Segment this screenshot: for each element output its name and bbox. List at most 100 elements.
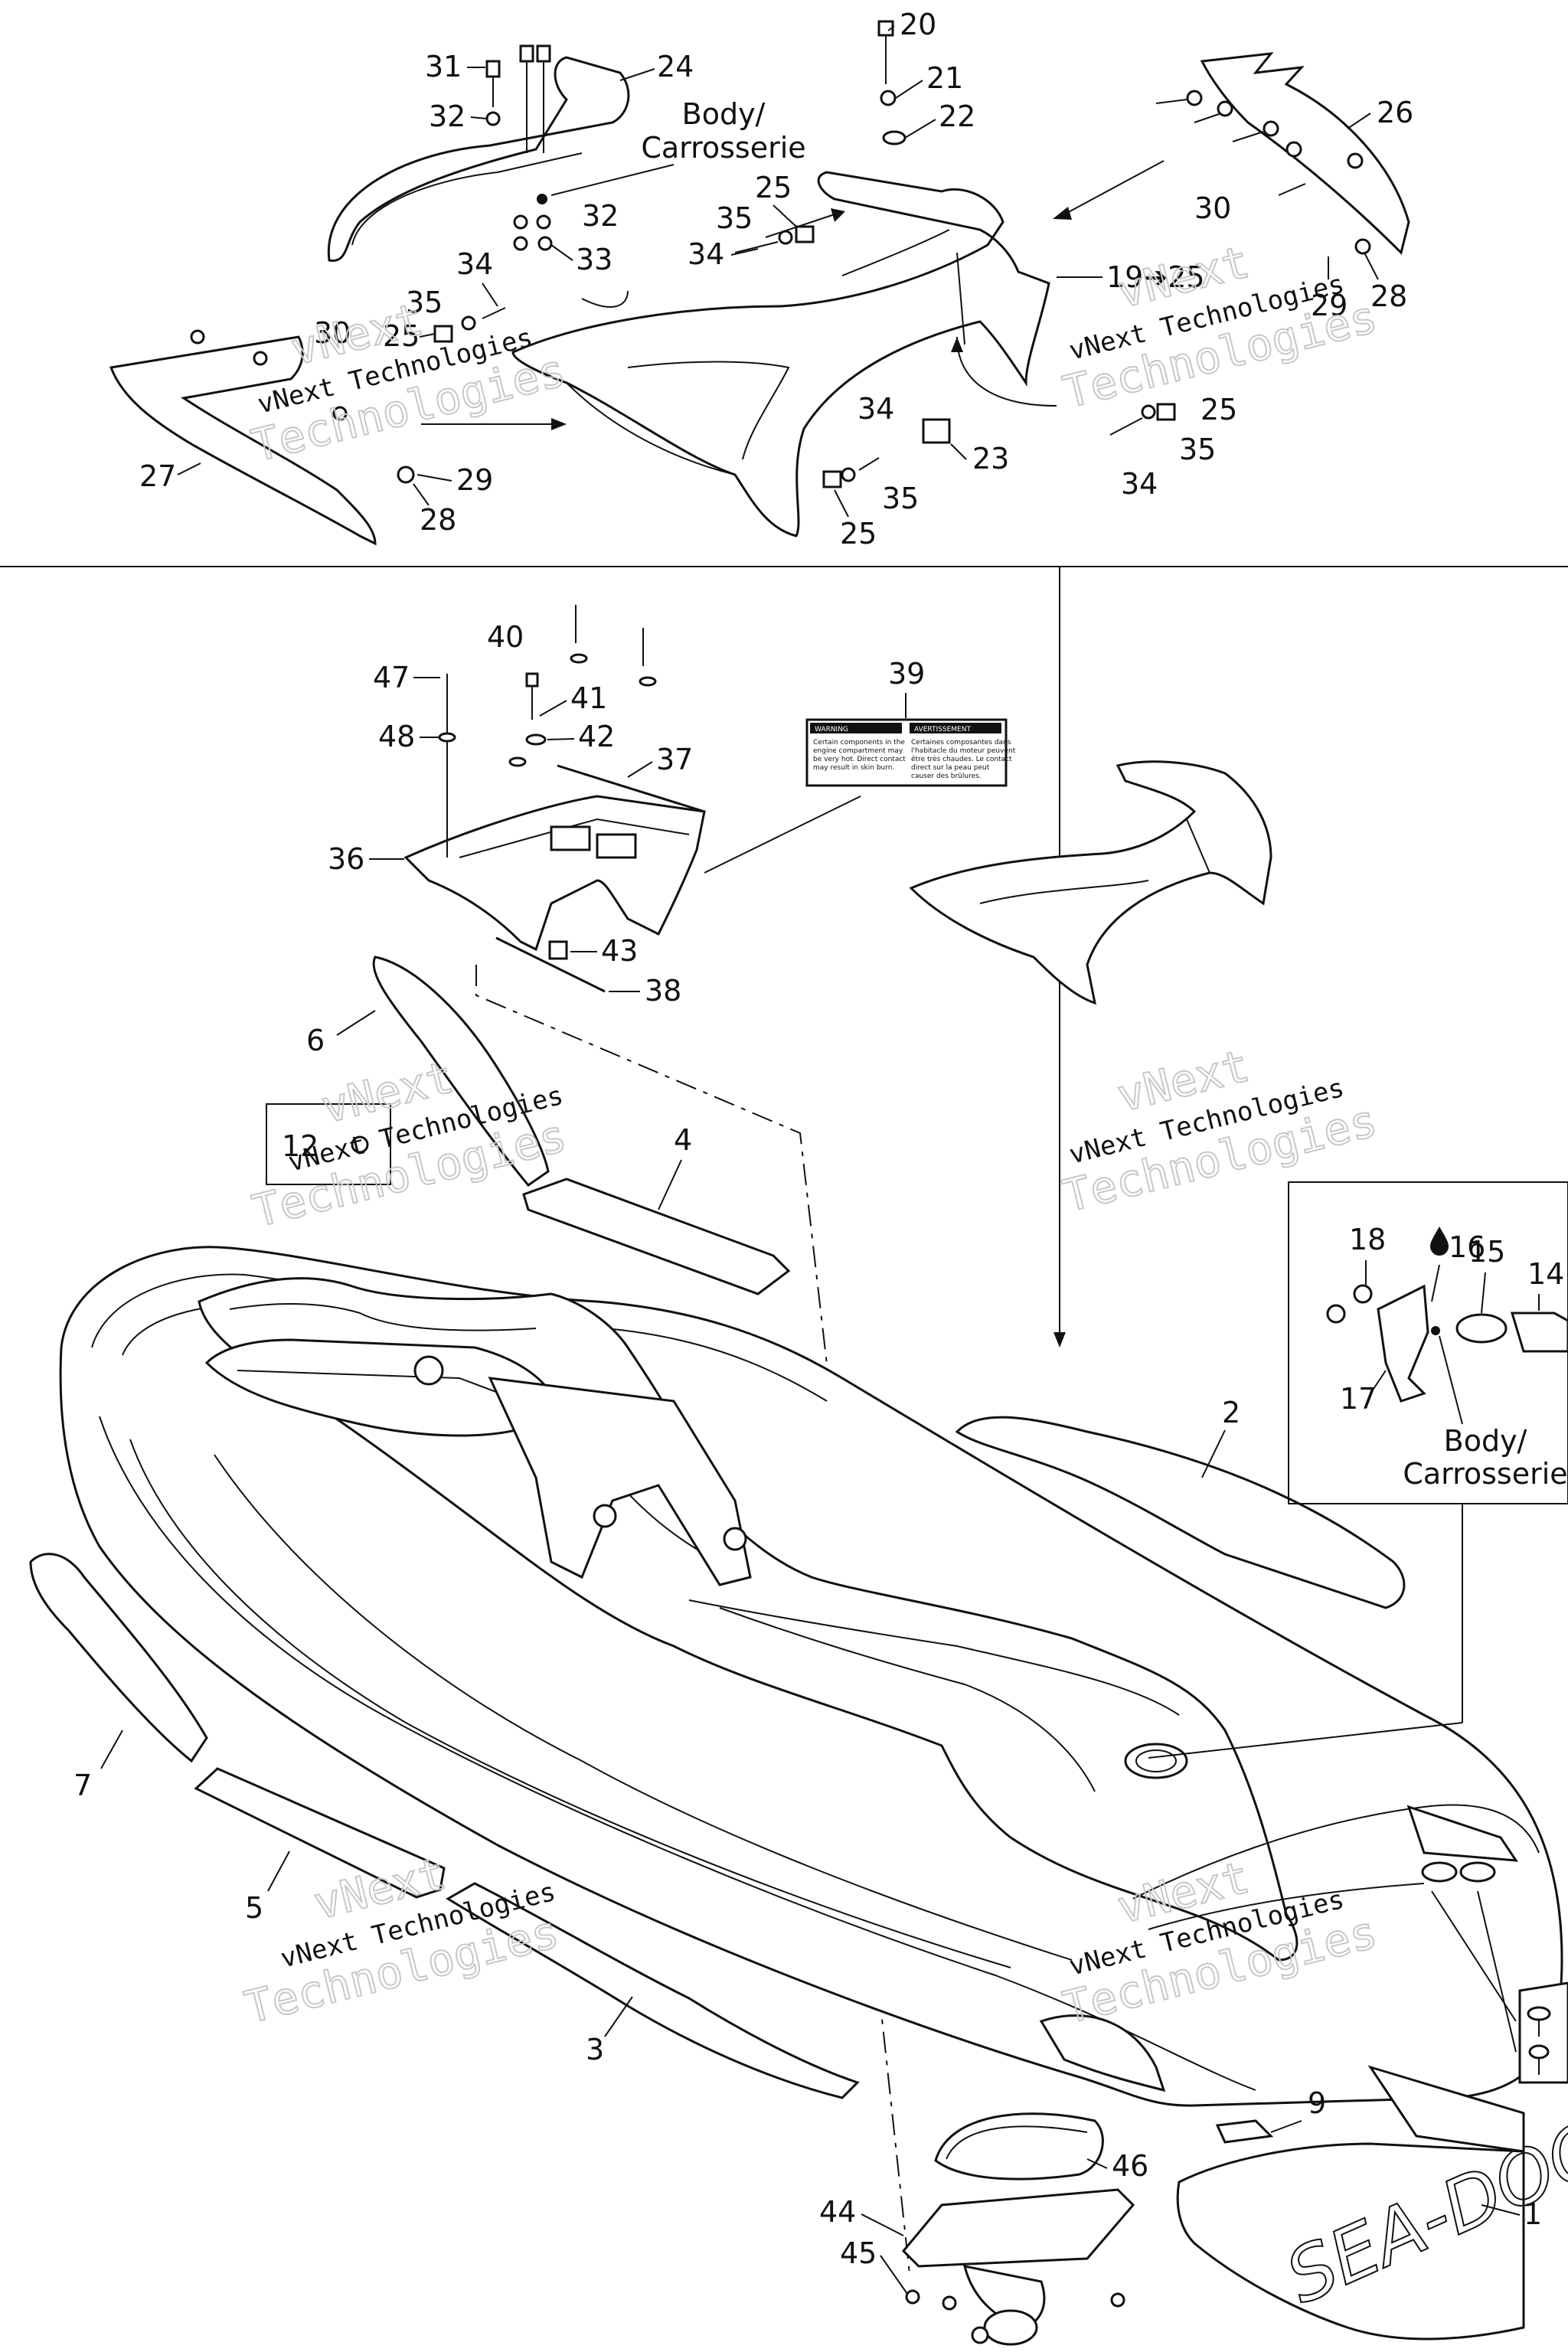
part-19-rear-body	[511, 171, 1050, 537]
callout-47: 47	[373, 661, 410, 694]
body-note-inset-line1: Body/	[1444, 1424, 1527, 1458]
tow-eye-inset: 15 14 16 18 17 Body/ Carrosserie	[1148, 1181, 1568, 1759]
callout-29-left: 29	[456, 463, 493, 497]
watermark-4: vNext vNext Technologies Technologies	[1057, 1038, 1383, 1223]
callout-45: 45	[840, 2236, 877, 2270]
callout-4: 4	[674, 1123, 692, 1157]
warning-right-line4: direct sur la peau peut	[911, 764, 990, 772]
callout-25-right: 25	[1200, 393, 1237, 426]
part-26-reflector-right	[1155, 52, 1410, 279]
main-deck-body	[59, 1246, 1563, 2107]
callout-2: 2	[1222, 1396, 1240, 1429]
callout-28-left: 28	[420, 503, 456, 537]
callout-35-left: 35	[406, 286, 443, 319]
callout-31: 31	[425, 50, 462, 83]
callout-35-right: 35	[1179, 433, 1216, 466]
callout-22: 22	[939, 100, 975, 133]
decal-7	[29, 1553, 208, 1763]
callout-40: 40	[487, 620, 524, 654]
decal-4	[522, 1178, 791, 1295]
callout-24: 24	[657, 50, 694, 83]
warning-right-line2: l'habitacle du moteur peuvent	[911, 747, 1016, 755]
arrow-down	[1054, 1332, 1066, 1348]
part-12-box: 12	[266, 1103, 391, 1185]
storage-bin-assembly: 46 44 45	[819, 2112, 1148, 2346]
warning-right-line1: Certaines composantes dans	[911, 739, 1011, 746]
callout-20: 20	[900, 8, 936, 41]
callout-34-center: 34	[858, 392, 894, 426]
decal-1	[1176, 2142, 1525, 2341]
callout-32b: 32	[582, 199, 619, 233]
callout-46: 46	[1112, 2149, 1148, 2183]
callout-38: 38	[645, 974, 681, 1008]
body-note-top-line1: Body/	[682, 97, 766, 131]
drop-icon	[1430, 1227, 1449, 1256]
warning-left-line2: engine compartment may	[813, 747, 903, 755]
callout-48: 48	[378, 720, 415, 753]
callout-27: 27	[139, 459, 176, 493]
warning-left-line4: may result in skin burn.	[813, 764, 894, 772]
assembly-arrows-top	[421, 160, 1165, 430]
decal-3	[446, 1882, 860, 2099]
warning-right-title: AVERTISSEMENT	[914, 726, 971, 733]
dashed-leader-cover	[475, 965, 874, 1762]
callout-32: 32	[429, 100, 466, 133]
callout-6: 6	[306, 1024, 325, 1057]
warning-left-line3: be very hot. Direct contact	[813, 756, 906, 763]
callout-14: 14	[1527, 1257, 1564, 1291]
callout-18: 18	[1349, 1223, 1386, 1256]
dashed-leader-storage	[878, 1990, 910, 2275]
engine-cover-hardware	[438, 605, 657, 858]
callout-16: 16	[1449, 1230, 1485, 1264]
callout-3: 3	[586, 2033, 604, 2066]
rear-body-assembly-view	[909, 760, 1272, 1005]
rear-hardware-inset	[1431, 1890, 1568, 2084]
callout-33: 33	[576, 243, 612, 276]
body-note-top-line2: Carrosserie	[641, 131, 805, 165]
callout-12: 12	[282, 1129, 318, 1163]
callout-34-right: 34	[1121, 467, 1158, 501]
callout-37: 37	[656, 743, 693, 776]
callout-25-center: 25	[840, 517, 877, 550]
warning-right-line3: être très chaudes. Le contact	[911, 755, 1012, 763]
warning-right-line5: causer des brûlures.	[911, 773, 982, 780]
callouts-main: 1 2 3 4 5 6 7 9	[74, 1010, 1542, 2231]
warning-left-line1: Certain components in the	[813, 739, 905, 746]
callout-44: 44	[819, 2195, 856, 2229]
callout-34-left: 34	[456, 247, 493, 281]
callout-29-right: 29	[1311, 289, 1348, 322]
watermark-3: vNext vNext Technologies Technologies	[247, 1050, 572, 1238]
callout-41: 41	[570, 681, 607, 715]
callout-23: 23	[972, 442, 1009, 475]
callout-30-left: 30	[314, 316, 351, 350]
decal-5	[194, 1767, 446, 1899]
callout-25-left: 25	[383, 319, 420, 353]
callout-17: 17	[1340, 1382, 1377, 1416]
callout-26: 26	[1377, 96, 1413, 129]
watermark-2: vNext vNext Technologies Technologies	[1057, 234, 1383, 419]
callout-30-right: 30	[1194, 191, 1231, 225]
bolt-stack-left	[485, 44, 553, 251]
callout-28-right: 28	[1370, 279, 1407, 313]
callout-35-center: 35	[882, 482, 919, 515]
part-36-engine-cover	[403, 764, 706, 993]
callout-35-top: 35	[716, 201, 753, 235]
callout-9: 9	[1308, 2086, 1326, 2120]
decal-9	[1215, 2119, 1274, 2144]
callouts-middle: 40 41 42 47 48 37 36 43 38	[328, 620, 693, 1008]
body-note-inset-line2: Carrosserie	[1403, 1457, 1567, 1491]
callout-1: 1	[1524, 2197, 1542, 2231]
callout-19: 19➔25	[1106, 260, 1205, 294]
callout-36: 36	[328, 842, 364, 876]
part-39-warning-decal: WARNING AVERTISSEMENT Certain components…	[704, 657, 1016, 874]
callout-7: 7	[74, 1769, 92, 1802]
callout-25-top: 25	[755, 171, 792, 204]
callout-15: 15	[1468, 1235, 1505, 1269]
callout-42: 42	[578, 720, 615, 753]
body-note-top: Body/ Carrosserie	[550, 97, 806, 196]
hardware-center	[433, 20, 1176, 488]
callout-43: 43	[601, 934, 638, 968]
callouts-top: 20 21 22 31 32 24 32 33 25 35 34 19➔25 2…	[139, 8, 1413, 550]
part-24-rail	[327, 56, 630, 262]
